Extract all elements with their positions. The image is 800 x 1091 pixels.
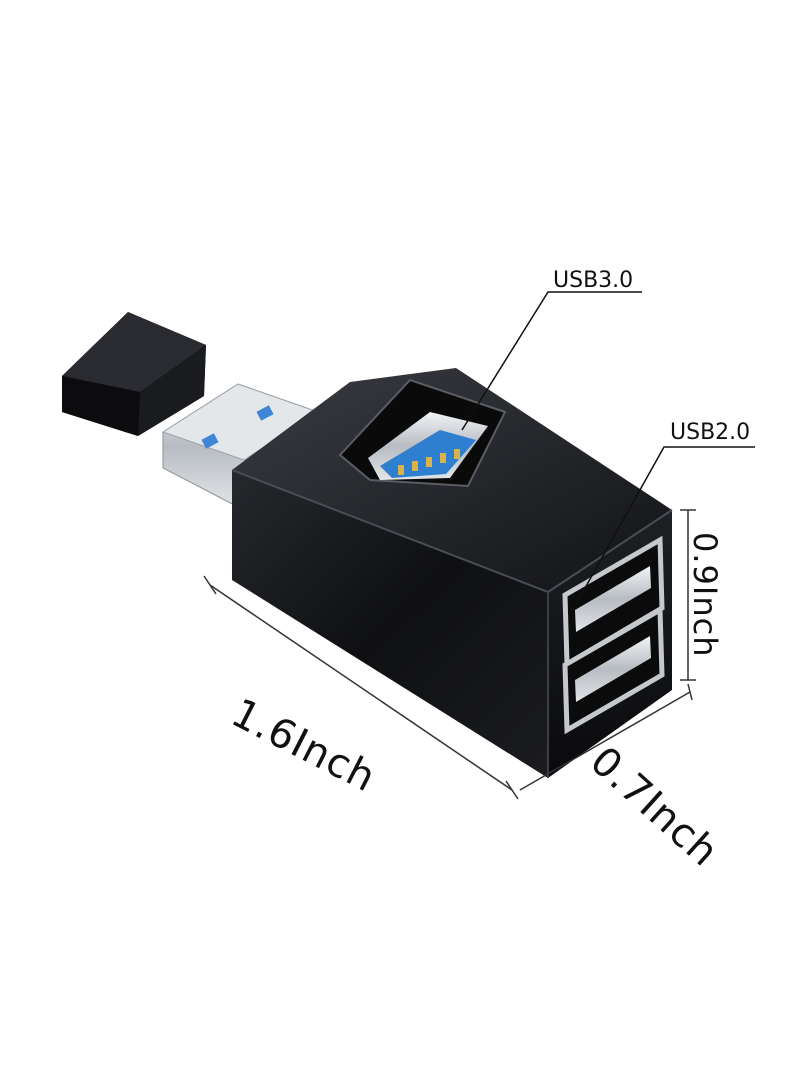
usb3-label: USB3.0 [553,268,634,293]
usb2-label: USB2.0 [670,420,751,445]
width-dimension-line [519,691,691,791]
usb3-callout-line [461,291,642,431]
usb-a-plug [161,383,320,509]
usb3-port [338,378,507,488]
length-dimension-line [209,584,513,791]
usb2-callout-line [574,446,755,607]
height-dimension-label: 0.9Inch [686,532,724,658]
usb3-pins [398,449,460,475]
plug-contact-window [201,433,219,449]
callout-lines [461,291,755,607]
usb2-port-lower [562,605,665,735]
usb-cap [62,312,206,436]
dimension-lines [203,509,696,800]
plug-contact-window [256,405,274,421]
